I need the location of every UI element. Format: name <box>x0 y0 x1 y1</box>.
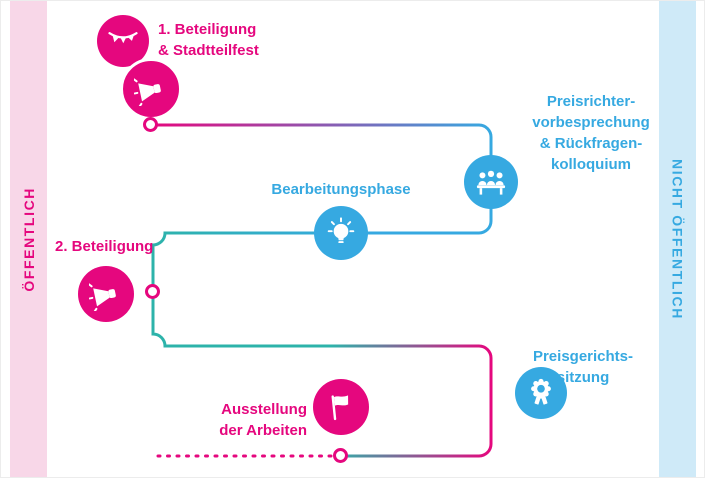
jury-session-label: Preisgerichts- sitzung <box>532 348 634 386</box>
participation1-node <box>120 58 182 120</box>
milestone-dot-3 <box>333 448 348 463</box>
path-segment-1 <box>151 123 493 169</box>
lightbulb-icon <box>327 217 355 244</box>
milestone-dot-1 <box>143 117 158 132</box>
jury-prebriefing-node <box>464 155 518 209</box>
jury-prebriefing-label: Preisrichter- vorbesprechung & Rückfrage… <box>532 93 650 173</box>
participation2-label: 2. Beteiligung <box>55 238 154 255</box>
participation1-label: 1. Beteiligung & Stadtteilfest <box>158 21 259 59</box>
path-segment-3 <box>151 231 351 292</box>
award-icon <box>531 378 551 405</box>
megaphone-icon <box>89 283 116 311</box>
jury-session-node <box>515 367 567 419</box>
bunting-icon <box>108 32 138 44</box>
flag-icon <box>331 395 349 421</box>
non-public-band-label: NICHT ÖFFENTLICH <box>669 158 686 320</box>
path-segment-2 <box>351 161 493 235</box>
milestone-dot-2 <box>145 284 160 299</box>
non-public-band: NICHT ÖFFENTLICH <box>659 1 696 477</box>
exhibition-label: Ausstellung der Arbeiten <box>219 401 307 439</box>
working-phase-node <box>314 206 368 260</box>
path-segment-4 <box>151 292 331 348</box>
megaphone-icon <box>134 78 161 106</box>
exhibition-node <box>313 379 369 435</box>
festival-node <box>97 15 149 67</box>
path-segment-5 <box>331 344 493 458</box>
participation2-node <box>78 266 134 322</box>
jury-icon <box>476 170 506 195</box>
working-phase-label: Bearbeitungsphase <box>271 181 411 198</box>
public-band: ÖFFENTLICH <box>10 1 47 477</box>
